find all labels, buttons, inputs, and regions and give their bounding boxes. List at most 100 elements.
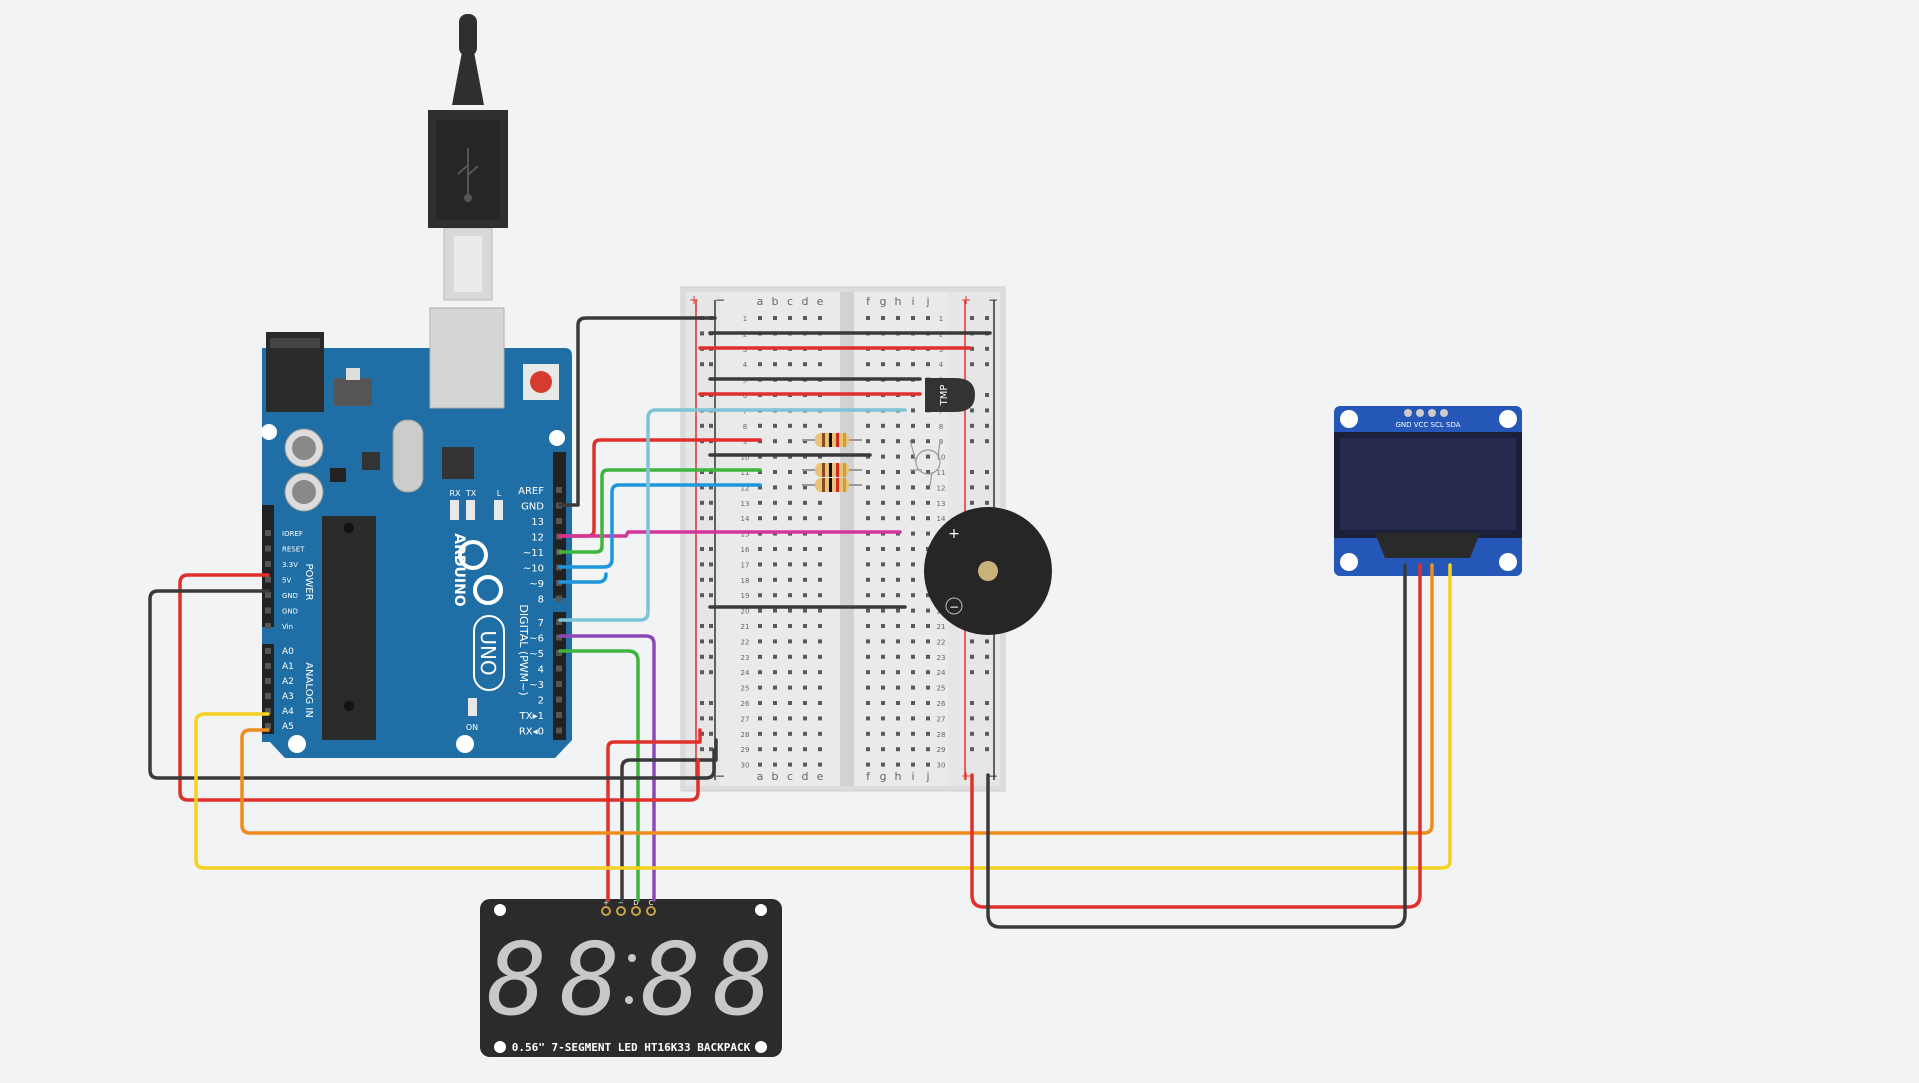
row-label: 28 <box>937 731 946 739</box>
wire-blue[interactable] <box>558 483 762 569</box>
wire-red[interactable] <box>178 573 700 802</box>
rail-minus-top-left: − <box>715 293 725 307</box>
arduino-model-label: UNO <box>476 630 500 675</box>
wire-black[interactable] <box>620 738 718 902</box>
row-label: 22 <box>937 638 946 646</box>
column-label: h <box>895 770 902 783</box>
digital-pin-label: 12 <box>531 533 544 544</box>
row-label: 11 <box>937 469 946 477</box>
wire-blue[interactable] <box>558 572 608 584</box>
row-label: 30 <box>741 762 750 770</box>
wire-green[interactable] <box>558 468 762 554</box>
row-label: 3 <box>939 346 943 354</box>
row-label: 1 <box>743 315 747 323</box>
column-label: i <box>911 770 914 783</box>
row-label: 20 <box>741 608 750 616</box>
digital-pin-label: ~11 <box>523 548 544 559</box>
digital-header-top[interactable] <box>553 452 566 598</box>
seven-segment-label: 0.56" 7-SEGMENT LED HT16K33 BACKPACK <box>512 1041 751 1054</box>
rail-plus-top-left: + <box>689 293 699 307</box>
l-led-label: L <box>497 489 502 498</box>
usb-jack <box>429 307 505 409</box>
piezo-buzzer[interactable]: + − <box>924 507 1052 635</box>
wire-orange[interactable] <box>240 563 1434 835</box>
row-label: 29 <box>937 746 946 754</box>
segment-pin-label: D <box>633 899 638 907</box>
rgb-led[interactable] <box>909 439 941 487</box>
column-label: b <box>772 770 779 783</box>
wires[interactable] <box>148 316 1452 929</box>
wire-red[interactable] <box>970 563 1422 909</box>
column-label: h <box>895 295 902 308</box>
digital-pin-label: 8 <box>538 595 544 606</box>
tx-led-label: TX <box>465 489 477 498</box>
digital-pin-label: ~9 <box>529 579 544 590</box>
column-label: f <box>866 295 871 308</box>
row-label: 27 <box>937 715 946 723</box>
wire-purple[interactable] <box>558 634 656 902</box>
wire-black[interactable] <box>986 563 1407 929</box>
buzzer-minus-label: − <box>949 600 959 614</box>
digital-pin-label: ~3 <box>529 680 544 691</box>
row-label: 11 <box>741 469 750 477</box>
resistor[interactable] <box>802 463 862 477</box>
digital-header-bottom[interactable] <box>553 612 566 740</box>
row-label: 24 <box>741 669 750 677</box>
temperature-sensor-tmp36[interactable]: TMP <box>925 378 975 412</box>
row-label: 26 <box>741 700 750 708</box>
digital-pin-label: TX▸1 <box>519 711 544 722</box>
row-label: 26 <box>937 700 946 708</box>
resistor[interactable] <box>802 478 862 492</box>
usb-cable[interactable] <box>428 14 508 301</box>
wire-red[interactable] <box>606 728 702 902</box>
resistor[interactable] <box>802 433 862 447</box>
segment-pin-label: + <box>603 899 609 907</box>
wire-black[interactable] <box>558 316 717 507</box>
row-label: 25 <box>937 685 946 693</box>
power-header-label: POWER <box>303 563 314 600</box>
column-label: c <box>787 770 793 783</box>
wire-cyan[interactable] <box>558 408 907 622</box>
row-label: 21 <box>937 623 946 631</box>
row-label: 27 <box>741 715 750 723</box>
segment-digit: 8 <box>560 921 620 1038</box>
row-label: 22 <box>741 638 750 646</box>
digital-pin-label: 13 <box>531 517 544 528</box>
row-label: 6 <box>743 392 748 400</box>
column-label: g <box>880 295 887 308</box>
wire-yellow[interactable] <box>194 563 1452 870</box>
column-label: b <box>772 295 779 308</box>
digital-pin-label: ~10 <box>523 564 544 575</box>
row-label: 16 <box>741 546 750 554</box>
column-label: d <box>802 295 809 308</box>
arduino-infinity-logo <box>458 540 503 605</box>
row-label: 10 <box>937 454 946 462</box>
row-label: 4 <box>743 361 748 369</box>
row-label: 13 <box>741 500 750 508</box>
row-label: 13 <box>937 500 946 508</box>
power-pin-label: 3.3V <box>282 561 298 569</box>
column-label: e <box>817 295 824 308</box>
analog-header[interactable] <box>262 644 274 734</box>
on-led-label: ON <box>466 723 478 732</box>
segment-digit: 8 <box>713 921 773 1038</box>
digital-header-label: DIGITAL (PWM~) <box>517 604 530 695</box>
row-label: 14 <box>937 515 946 523</box>
segment-digit: 8 <box>487 921 547 1038</box>
wire-black[interactable] <box>148 589 716 780</box>
power-pin-label: RESET <box>282 546 305 554</box>
wire-magenta[interactable] <box>558 530 902 538</box>
analog-pin-label: A4 <box>282 707 294 717</box>
row-label: 25 <box>741 685 750 693</box>
row-label: 4 <box>939 361 944 369</box>
oled-display-module[interactable]: GND VCC SCL SDA <box>1334 406 1522 576</box>
wire-green[interactable] <box>558 649 640 902</box>
column-label: j <box>925 770 929 783</box>
power-pin-label: IOREF <box>282 530 303 538</box>
